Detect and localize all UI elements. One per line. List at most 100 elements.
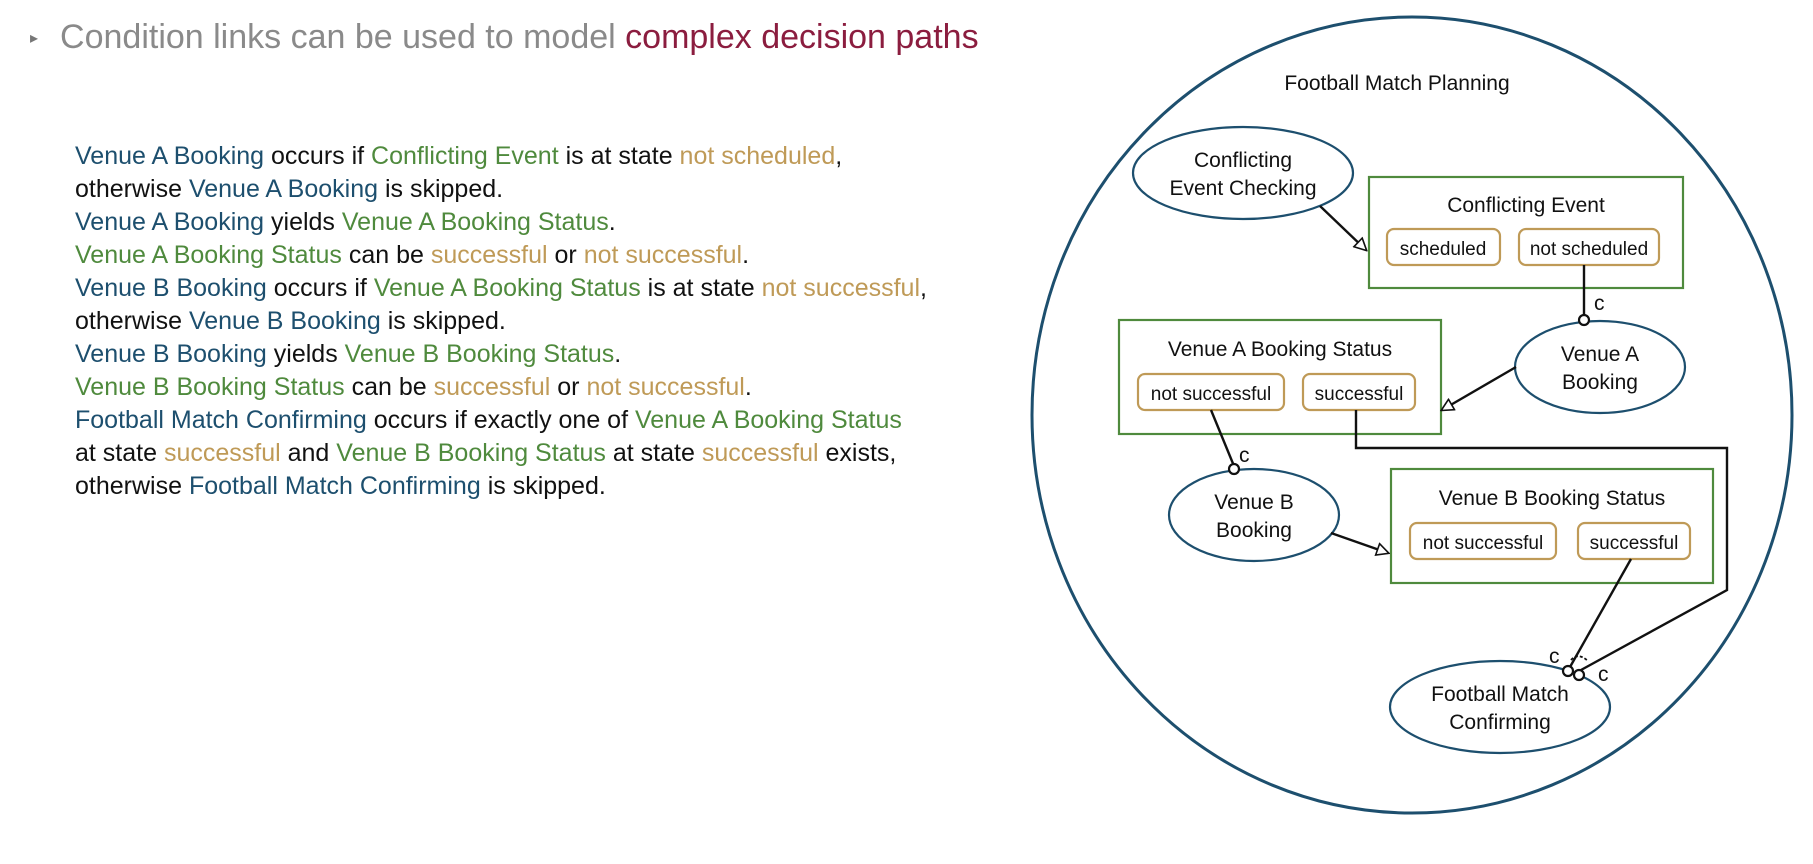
opl-sentence-line: at state successful and Venue B Booking … (75, 437, 927, 470)
object-name: Venue B Booking Status (336, 439, 606, 467)
result-link-checking-to-event (1319, 205, 1366, 250)
opl-text-segment: otherwise (75, 175, 189, 203)
process-label-line2: Confirming (1449, 711, 1551, 734)
bullet-highlight-text: complex decision paths (625, 18, 979, 56)
process-label-line1: Venue B (1214, 491, 1293, 514)
process-name: Football Match Confirming (75, 406, 367, 434)
opl-sentence-line: Venue A Booking Status can be successful… (75, 239, 927, 272)
state-a-successful[interactable]: successful (1301, 372, 1417, 412)
opl-text-segment: otherwise (75, 472, 189, 500)
process-name: Venue B Booking (188, 307, 381, 335)
opl-sentence-line: Football Match Confirming occurs if exac… (75, 404, 927, 437)
opl-text-segment: is at state (640, 274, 762, 302)
opl-text-segment: or (550, 373, 587, 401)
state-name: not successful (583, 241, 743, 269)
opl-text-segment: is skipped. (380, 307, 506, 335)
process-venue-b-booking[interactable]: Venue B Booking (1167, 467, 1341, 563)
opl-text-segment: and (280, 439, 337, 467)
opl-text-segment: at state (605, 439, 702, 467)
process-label-line1: Football Match (1431, 683, 1569, 706)
state-name: successful (430, 241, 548, 269)
object-name: Venue A Booking Status (341, 208, 609, 236)
process-label-line1: Conflicting (1194, 149, 1292, 172)
state-b-successful[interactable]: successful (1576, 521, 1692, 561)
opl-text-segment: . (744, 373, 752, 401)
state-name: not successful (761, 274, 921, 302)
state-a-not-successful[interactable]: not successful (1136, 372, 1286, 412)
process-name: Venue A Booking (188, 175, 379, 203)
opl-sentences: Venue A Booking occurs if Conflicting Ev… (75, 140, 927, 503)
process-name: Venue B Booking (75, 274, 267, 302)
process-name: Venue B Booking (75, 340, 267, 368)
process-venue-a-booking[interactable]: Venue A Booking (1513, 319, 1687, 415)
process-label-line2: Booking (1562, 371, 1638, 394)
state-scheduled[interactable]: scheduled (1385, 227, 1502, 267)
process-label-line2: Booking (1216, 519, 1292, 542)
state-name: successful (433, 373, 551, 401)
state-label: not scheduled (1530, 239, 1648, 260)
condition-link-a-successful-to-confirming (1354, 410, 1729, 672)
opl-text-segment: . (614, 340, 622, 368)
object-name: Venue B Booking Status (75, 373, 345, 401)
result-link-venue-b-to-status (1330, 531, 1388, 553)
process-label-line2: Event Checking (1169, 177, 1316, 200)
result-link-venue-a-to-status (1442, 365, 1517, 410)
condition-link-a-not-successful-to-venue-b (1209, 409, 1236, 467)
opl-text-segment: , (835, 142, 843, 170)
opl-text-segment: is skipped. (378, 175, 504, 203)
condition-circle (1572, 668, 1586, 682)
object-name: Venue A Booking Status (75, 241, 342, 269)
process-name: Football Match Confirming (188, 472, 481, 500)
condition-circle (1561, 664, 1575, 678)
opl-text-segment: exists, (818, 439, 897, 467)
condition-label: c (1239, 444, 1250, 467)
diagram-title: Football Match Planning (1284, 72, 1509, 95)
state-label: successful (1315, 384, 1404, 405)
system-boundary-ellipse (1030, 15, 1794, 815)
opl-text-segment: is at state (558, 142, 680, 170)
opl-text-segment: otherwise (75, 307, 189, 335)
opl-text-segment: . (742, 241, 750, 269)
condition-link-b-successful-to-confirming (1568, 558, 1633, 668)
bullet-plain-text: Condition links can be used to model (60, 18, 616, 56)
object-label: Venue A Booking Status (1168, 338, 1392, 361)
opl-text-segment: occurs if (264, 142, 372, 170)
opl-sentence-line: otherwise Football Match Confirming is s… (75, 470, 927, 503)
condition-label: c (1598, 663, 1609, 686)
process-conflicting-event-checking[interactable]: Conflicting Event Checking (1131, 125, 1355, 221)
opl-text-segment: or (547, 241, 584, 269)
opl-text-segment: at state (75, 439, 164, 467)
process-name: Venue A Booking (75, 208, 265, 236)
opl-text-segment: can be (344, 373, 434, 401)
opl-sentence-line: Venue A Booking yields Venue A Booking S… (75, 206, 927, 239)
opl-sentence-line: Venue A Booking occurs if Conflicting Ev… (75, 140, 927, 173)
condition-circle (1577, 313, 1591, 327)
object-name: Venue A Booking Status (634, 406, 902, 434)
condition-label: c (1549, 645, 1560, 668)
state-label: not successful (1151, 384, 1271, 405)
process-label-line1: Venue A (1561, 343, 1639, 366)
opl-text-segment: yields (266, 340, 345, 368)
object-label: Conflicting Event (1447, 194, 1605, 217)
process-football-match-confirming[interactable]: Football Match Confirming (1388, 659, 1612, 755)
state-not-scheduled[interactable]: not scheduled (1517, 227, 1661, 267)
opl-text-segment: is skipped. (480, 472, 606, 500)
state-b-not-successful[interactable]: not successful (1408, 521, 1558, 561)
xor-arc (1570, 655, 1589, 662)
state-name: not scheduled (679, 142, 836, 170)
state-name: not successful (586, 373, 745, 401)
condition-label: c (1594, 292, 1605, 315)
condition-circle (1227, 462, 1241, 476)
object-name: Venue B Booking Status (344, 340, 615, 368)
slide-bullet: ▸ Condition links can be used to model c… (30, 18, 979, 57)
opl-sentence-line: otherwise Venue B Booking is skipped. (75, 305, 927, 338)
opl-text-segment: , (920, 274, 927, 302)
opl-text-segment: yields (264, 208, 342, 236)
opl-text-segment: occurs if (266, 274, 374, 302)
opl-sentence-line: Venue B Booking yields Venue B Booking S… (75, 338, 927, 371)
process-name: Venue A Booking (75, 142, 265, 170)
object-name: Venue A Booking Status (373, 274, 641, 302)
opl-sentence-line: Venue B Booking Status can be successful… (75, 371, 927, 404)
object-name: Conflicting Event (371, 142, 559, 170)
